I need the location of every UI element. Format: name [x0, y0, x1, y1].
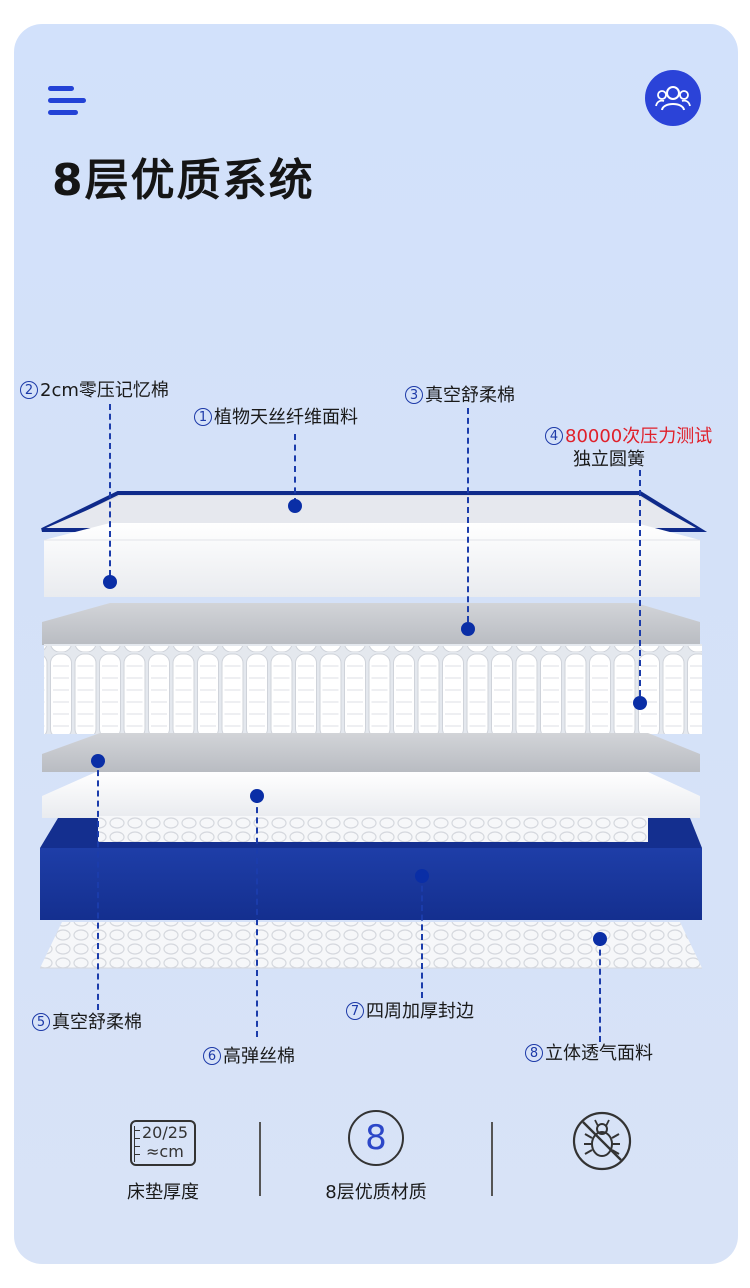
leader-line-8	[599, 940, 601, 1042]
leader-line-7	[421, 876, 423, 998]
layer-4-pocket-springs	[44, 644, 702, 734]
marker-dot-3	[461, 622, 475, 636]
marker-dot-2	[103, 575, 117, 589]
leader-line-1	[294, 434, 296, 504]
feature-label: 8层优质材质	[325, 1182, 427, 1203]
divider	[491, 1122, 493, 1196]
divider	[259, 1122, 261, 1196]
layer-8-3d-fabric	[40, 922, 702, 969]
layer-number-badge: 4	[545, 427, 563, 445]
thickness-ruler-icon: 20/25 ≈cm	[130, 1120, 196, 1166]
layer-6-high-elastic-cotton	[42, 772, 700, 818]
marker-dot-1	[288, 499, 302, 513]
layer-number-badge: 1	[194, 408, 212, 426]
leader-line-3	[467, 408, 469, 622]
hamburger-menu-icon[interactable]	[48, 86, 86, 116]
layer-5-gray-foam	[42, 733, 700, 772]
marker-dot-6	[250, 789, 264, 803]
leader-line-5	[97, 760, 99, 1010]
feature-thickness: 20/25 ≈cm 床垫厚度	[108, 1120, 218, 1204]
layer-3-gray-foam	[42, 603, 700, 645]
layer-number-badge: 5	[32, 1013, 50, 1031]
layer-number-badge: 6	[203, 1047, 221, 1065]
feature-anti-mite	[560, 1110, 644, 1172]
feature-label: 床垫厚度	[127, 1182, 199, 1203]
feature-eight-layers: 8 8层优质材质	[304, 1110, 448, 1204]
leader-line-2	[109, 404, 111, 576]
marker-dot-4	[633, 696, 647, 710]
layer-sublabel-4: 独立圆簧	[573, 449, 645, 470]
layer-number-badge: 3	[405, 386, 423, 404]
page-title: 8层优质系统	[52, 155, 315, 206]
marker-dot-5	[91, 754, 105, 768]
eight-circle-icon: 8	[348, 1110, 404, 1166]
marker-dot-7	[415, 869, 429, 883]
layer-number-badge: 2	[20, 381, 38, 399]
layer-7-edge-frame	[40, 816, 702, 920]
leader-line-6	[256, 797, 258, 1037]
marker-dot-8	[593, 932, 607, 946]
mattress-illustration	[40, 491, 708, 969]
users-group-icon[interactable]	[645, 70, 701, 126]
leader-line-4	[639, 470, 641, 696]
layer-number-badge: 7	[346, 1002, 364, 1020]
no-mites-icon	[572, 1111, 632, 1171]
layer-number-badge: 8	[525, 1044, 543, 1062]
layer-2-memory-foam	[44, 523, 700, 597]
